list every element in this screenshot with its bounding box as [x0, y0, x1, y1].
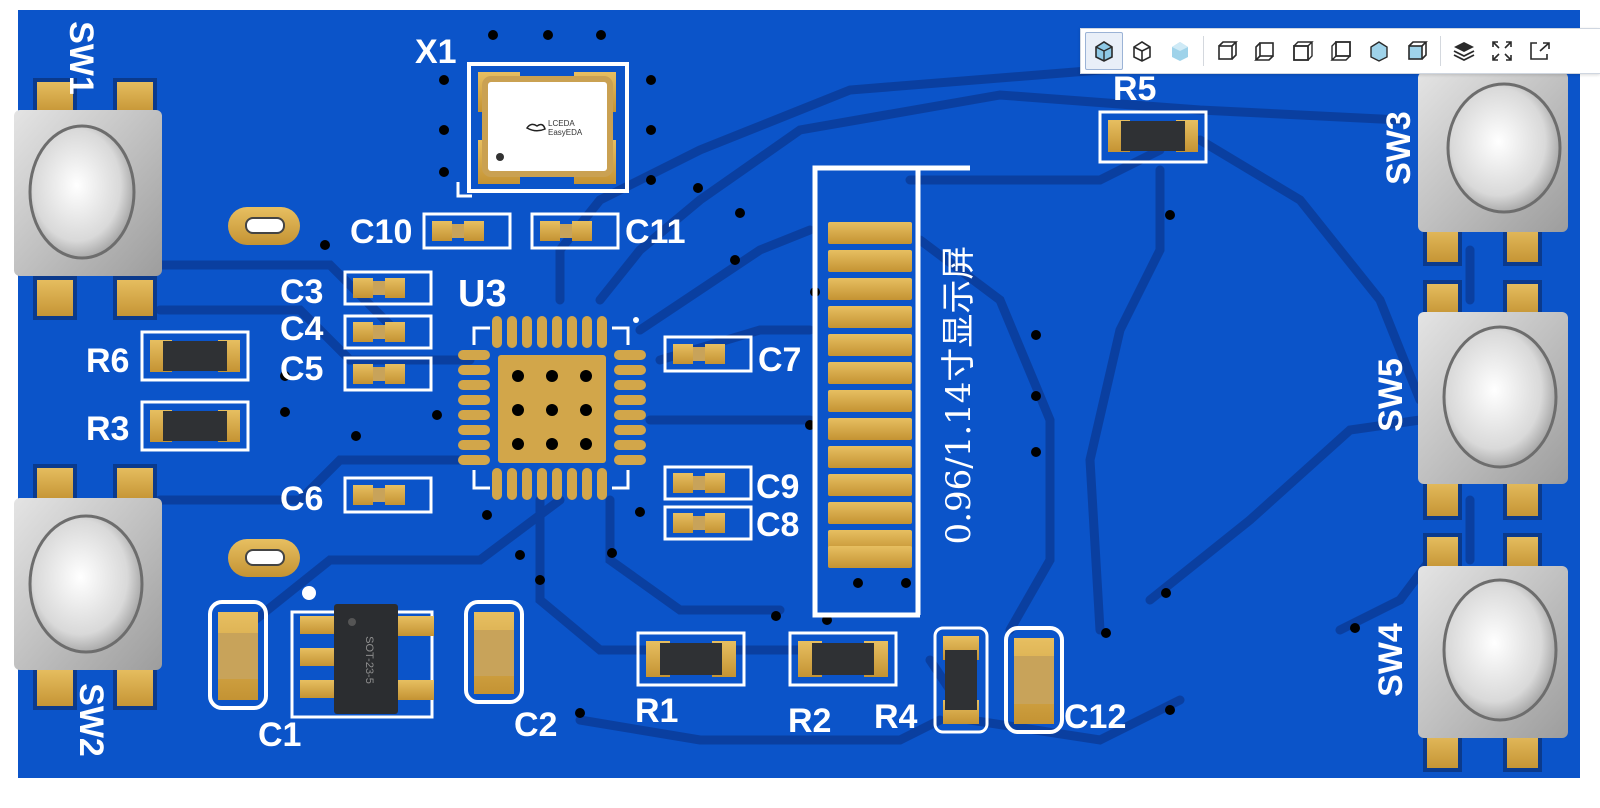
cube-bottom-icon: [1254, 42, 1274, 61]
label-sw3: SW3: [1380, 111, 1418, 185]
view-front-button[interactable]: [1284, 32, 1322, 70]
regulator-sot23-5: SOT-23-5: [290, 586, 434, 719]
label-r1: R1: [635, 692, 678, 730]
label-c4: C4: [280, 310, 324, 348]
switch-sw5[interactable]: [1418, 280, 1568, 520]
label-c7: C7: [758, 341, 801, 379]
cube-shaded-icon: [1172, 42, 1188, 61]
mounting-slots: [228, 207, 300, 577]
silkscreen-labels: X1 U3 C10 C11 C3 C4 C5 C6 C7 C9 C8 R6 R3…: [62, 21, 1418, 757]
switch-sw3[interactable]: [1418, 48, 1568, 266]
cube-left-icon: [1370, 41, 1388, 62]
switch-sw4[interactable]: [1418, 533, 1568, 772]
layers-button[interactable]: [1445, 32, 1483, 70]
label-sw5: SW5: [1372, 358, 1410, 432]
label-sw1: SW1: [62, 21, 100, 95]
cube-back-icon: [1330, 41, 1351, 61]
view-back-button[interactable]: [1322, 32, 1360, 70]
copper-traces: [155, 55, 1475, 745]
cube-right-icon: [1408, 41, 1428, 60]
label-c8: C8: [756, 506, 799, 544]
view-left-button[interactable]: [1360, 32, 1398, 70]
label-x1: X1: [415, 33, 457, 71]
resistors: [140, 110, 1208, 734]
label-c10: C10: [350, 213, 412, 251]
crystal-x1: LCEDA EasyEDA: [456, 62, 629, 198]
label-c9: C9: [756, 468, 799, 506]
cube-outline-icon: [1133, 41, 1151, 62]
label-c11: C11: [625, 213, 686, 251]
label-r2: R2: [788, 702, 831, 740]
view-wireframe-button[interactable]: [1123, 32, 1161, 70]
view-transparent-button[interactable]: [1161, 32, 1199, 70]
label-u3: U3: [458, 273, 507, 315]
small-capacitors: [343, 212, 753, 541]
label-r3: R3: [86, 410, 129, 448]
view-right-button[interactable]: [1398, 32, 1436, 70]
label-c3: C3: [280, 273, 323, 311]
label-r4: R4: [874, 698, 918, 736]
export-button[interactable]: [1521, 32, 1559, 70]
label-c12: C12: [1064, 698, 1126, 736]
view-bottom-button[interactable]: [1246, 32, 1284, 70]
label-sw4: SW4: [1372, 623, 1410, 697]
cube-top-icon: [1218, 41, 1238, 60]
layers-icon: [1453, 42, 1475, 62]
label-r6: R6: [86, 342, 129, 380]
switch-sw1[interactable]: [14, 78, 162, 320]
label-c5: C5: [280, 350, 323, 388]
crystal-marking-line2: EasyEDA: [548, 128, 583, 137]
view-toolbar: [1080, 28, 1600, 74]
label-r5: R5: [1113, 70, 1156, 108]
mcu-u3: [458, 316, 646, 500]
display-fpc-connector: [812, 165, 970, 618]
cube-solid-icon: [1095, 41, 1113, 62]
regulator-package-marking: SOT-23-5: [363, 636, 375, 684]
cube-front-icon: [1293, 41, 1314, 61]
label-c1: C1: [258, 716, 301, 754]
large-capacitors: [208, 600, 1064, 734]
export-icon: [1530, 42, 1550, 60]
view-top-button[interactable]: [1208, 32, 1246, 70]
toolbar-separator: [1203, 36, 1204, 66]
label-c6: C6: [280, 480, 323, 518]
label-sw2: SW2: [72, 683, 110, 757]
toolbar-separator: [1440, 36, 1441, 66]
fullscreen-icon: [1492, 41, 1512, 61]
watermark-text: CSDN @m0_46360070: [1438, 784, 1586, 800]
label-c2: C2: [514, 706, 557, 744]
label-display-connector: 0.96/1.14寸显示屏: [939, 246, 979, 545]
crystal-marking-line1: LCEDA: [548, 119, 575, 128]
view-solid-button[interactable]: [1085, 32, 1123, 70]
fullscreen-button[interactable]: [1483, 32, 1521, 70]
switch-sw2[interactable]: [14, 464, 162, 710]
